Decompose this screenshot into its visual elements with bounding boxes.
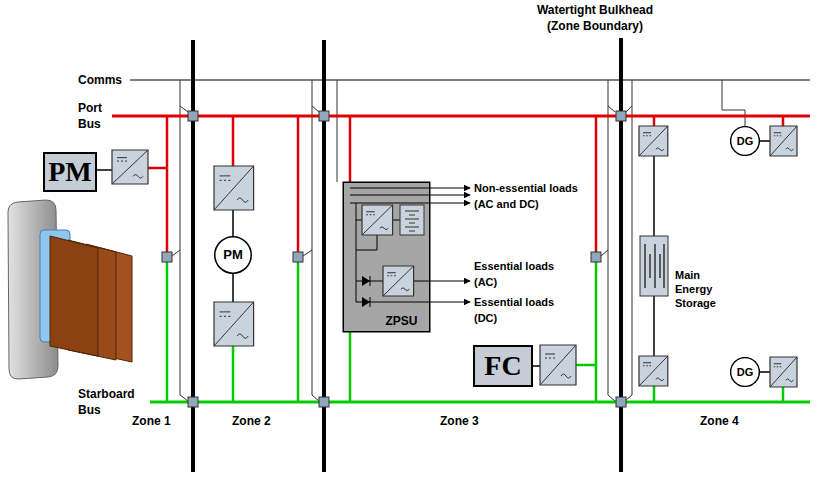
node-text: DG	[737, 135, 754, 147]
converter-symbol	[362, 205, 393, 235]
converter-symbol	[540, 345, 576, 385]
bus-switch	[591, 252, 601, 262]
port-bus-feeder	[148, 116, 783, 252]
load-label: Essential loads (DC)	[474, 294, 566, 326]
generator-circle: DG	[730, 126, 760, 156]
power-wire	[95, 141, 770, 372]
zpsu-body	[343, 182, 430, 332]
circle-outline	[215, 237, 251, 273]
bus-switch	[162, 252, 172, 262]
node-text: PM	[223, 248, 243, 262]
diode-symbol	[370, 297, 371, 307]
diode-symbol	[370, 276, 371, 286]
port-bus	[112, 115, 810, 118]
bus-switch	[319, 397, 329, 407]
load-label: Non-essential loads (AC and DC)	[474, 180, 592, 212]
converter-symbol	[214, 166, 254, 210]
motor-plate	[50, 236, 98, 356]
node-text: DG	[737, 366, 754, 378]
battery-symbol	[405, 211, 419, 231]
converter-symbol	[214, 302, 254, 346]
bus-switch	[319, 111, 329, 121]
node-text: PM	[48, 157, 92, 188]
diode-symbol	[362, 276, 370, 286]
circle-outline	[731, 127, 760, 156]
bus-switch	[616, 111, 626, 121]
bulkhead-line	[193, 38, 621, 472]
converter-symbol	[112, 150, 148, 184]
circle-outline	[731, 358, 760, 387]
power-module-box: PM	[43, 152, 97, 192]
converter-symbol	[383, 266, 414, 296]
converter-symbol	[639, 126, 668, 156]
converter-symbol	[770, 126, 797, 156]
zone-label: Zone 1	[132, 413, 171, 429]
battery-symbol	[640, 236, 668, 296]
bus-switch	[188, 111, 198, 121]
comms-label: Comms	[78, 72, 122, 88]
zone-label: Zone 2	[232, 413, 271, 429]
load-arrow	[350, 203, 470, 204]
bus-switch	[293, 252, 303, 262]
load-label: Essential loads (AC)	[474, 258, 566, 290]
storage-label: Main Energy Storage	[675, 268, 733, 310]
generator-circle: DG	[730, 357, 760, 387]
node-text: FC	[484, 351, 521, 382]
battery-symbol	[645, 244, 664, 288]
bus-switch	[188, 397, 198, 407]
fuel-cell-box: FC	[473, 345, 533, 387]
bus-switches	[162, 111, 626, 407]
bulkhead-label: Watertight Bulkhead (Zone Boundary)	[530, 2, 660, 34]
node-text: ZPSU	[385, 315, 417, 328]
bus-label: Port Bus	[78, 100, 110, 132]
zone-label: Zone 3	[440, 413, 479, 429]
zone-label: Zone 4	[700, 413, 739, 429]
bus-label: Starboard Bus	[78, 386, 142, 418]
starboard-bus	[150, 401, 810, 404]
load-arrow	[350, 188, 470, 189]
comms-line	[130, 80, 810, 81]
diode-symbol	[362, 297, 370, 307]
converter-symbol	[770, 357, 797, 387]
comms-wire	[172, 80, 745, 401]
motor-circle: PM	[214, 236, 252, 274]
motor-illustration	[8, 200, 132, 379]
load-arrow	[356, 302, 470, 303]
zpsu-box: ZPSU	[343, 182, 430, 332]
bus-switch	[616, 397, 626, 407]
converter-symbol	[639, 356, 668, 386]
battery-symbol	[400, 205, 424, 235]
load-arrow	[350, 195, 470, 196]
load-arrow	[413, 281, 470, 282]
